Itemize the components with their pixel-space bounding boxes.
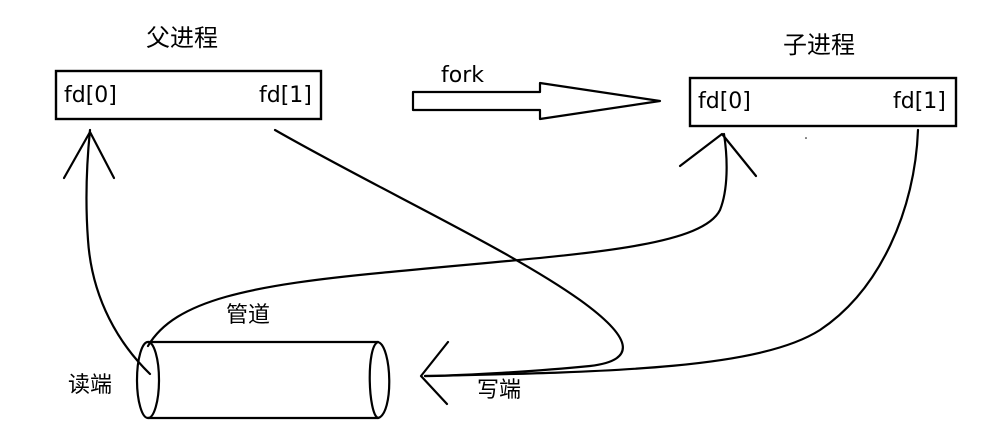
fork-label: fork (441, 63, 484, 88)
parent-write-line (273, 128, 624, 378)
child-read-line (146, 132, 728, 348)
parent-read-arrowhead (62, 130, 116, 180)
child-process-title: 子进程 (783, 31, 855, 59)
child-write-line (423, 128, 920, 378)
pipe-cylinder-body (146, 340, 380, 420)
pipe-read-end-label: 读端 (68, 373, 113, 398)
child-read-arrowhead (678, 132, 758, 178)
pipe-label: 管道 (226, 303, 271, 328)
child-process-box (688, 76, 958, 128)
pipe-write-end-label: 写端 (477, 378, 522, 403)
pipe-write-end-ellipse (368, 340, 391, 420)
parent-fd-read-label: fd[0] (64, 83, 117, 108)
parent-process-box (54, 69, 323, 121)
fork-arrow (411, 81, 662, 121)
parent-read-line (85, 128, 152, 376)
child-fd-read-label: fd[0] (698, 89, 751, 114)
pipe-read-end-ellipse (135, 340, 161, 420)
stray-dot (805, 137, 807, 139)
pipe-write-arrowhead (419, 340, 450, 406)
parent-process-title: 父进程 (146, 24, 218, 52)
child-fd-write-label: fd[1] (893, 89, 946, 114)
parent-fd-write-label: fd[1] (259, 83, 312, 108)
